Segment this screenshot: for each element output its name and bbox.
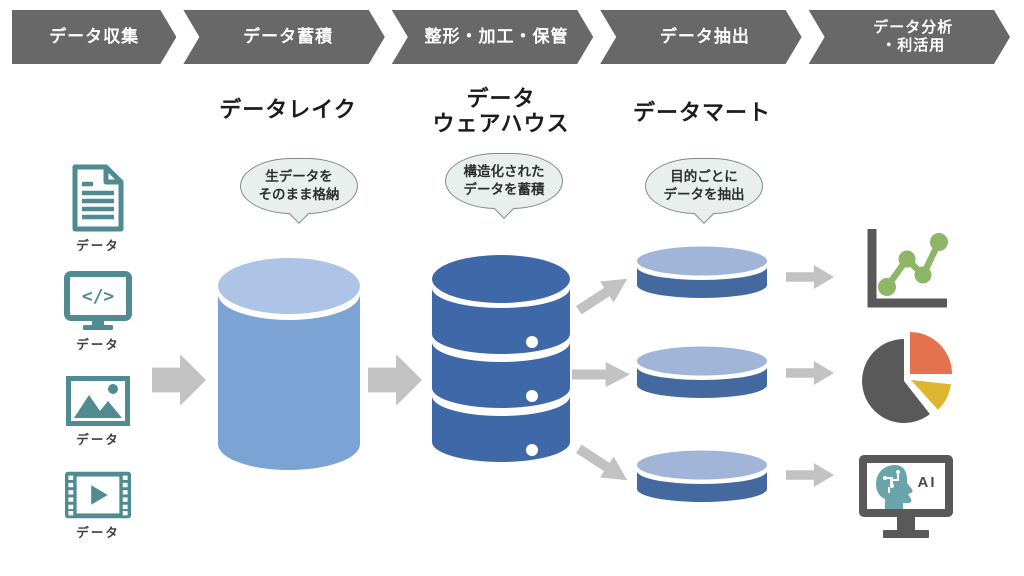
- data-warehouse-database-icon: [432, 255, 570, 462]
- source-document: データ: [58, 164, 138, 254]
- svg-text:</>: </>: [82, 286, 115, 307]
- pie-chart-icon: [862, 332, 952, 423]
- arrow-lake-to-warehouse: [368, 354, 422, 406]
- banner-step-label: 整形・加工・保管: [424, 26, 569, 46]
- data-mart-disk-icon: [637, 246, 767, 298]
- banner-step-extract: データ抽出: [600, 10, 801, 64]
- arrow-warehouse-to-mart-2: [572, 362, 630, 387]
- source-image: データ: [58, 376, 138, 448]
- banner-step-label: データ収集: [49, 26, 140, 46]
- data-lake-cylinder-icon: [218, 258, 360, 470]
- image-icon: [66, 376, 130, 426]
- banner-step-label: データ蓄積: [243, 26, 334, 46]
- data-lake-title: データレイク: [219, 97, 357, 122]
- line-chart-icon: [867, 229, 948, 308]
- source-code: </> データ: [58, 271, 138, 353]
- data-mart-disk-icon: [637, 450, 767, 502]
- arrow-mart3-to-chart: [786, 463, 834, 487]
- banner-step-label: データ抽出: [659, 26, 750, 46]
- arrow-warehouse-to-mart-3: [572, 438, 634, 491]
- data-mart-disk-icon: [637, 346, 767, 398]
- ai-monitor-icon: AI: [859, 455, 953, 538]
- ai-label: AI: [918, 474, 937, 491]
- data-warehouse-title: データ ウェアハウス: [432, 86, 570, 137]
- arrow-warehouse-to-mart-1: [572, 268, 634, 321]
- video-icon: [65, 471, 131, 519]
- banner-step-collect: データ収集: [12, 10, 176, 64]
- source-label: データ: [76, 433, 120, 447]
- source-label: データ: [76, 526, 120, 540]
- data-mart-bubble: 目的ごとに データを抽出: [645, 158, 763, 214]
- arrow-mart1-to-chart: [786, 265, 834, 289]
- source-label: データ: [76, 338, 120, 352]
- source-video: データ: [58, 471, 138, 541]
- banner-step-analyze: データ分析 ・利活用: [809, 10, 1010, 64]
- document-icon: [72, 164, 124, 232]
- arrow-sources-to-lake: [152, 354, 206, 406]
- process-banner: データ収集 データ蓄積 整形・加工・保管 データ抽出 データ分析 ・利活用: [12, 10, 1010, 64]
- banner-step-label: データ分析 ・利活用: [873, 19, 954, 54]
- data-lake-bubble: 生データを そのまま格納: [240, 158, 358, 214]
- banner-step-process: 整形・加工・保管: [392, 10, 593, 64]
- source-label: データ: [76, 239, 120, 253]
- data-mart-title: データマート: [632, 100, 771, 125]
- arrow-mart2-to-chart: [786, 361, 834, 385]
- banner-step-store: データ蓄積: [183, 10, 384, 64]
- data-warehouse-bubble: 構造化された データを蓄積: [445, 153, 563, 209]
- code-monitor-icon: </>: [64, 271, 132, 330]
